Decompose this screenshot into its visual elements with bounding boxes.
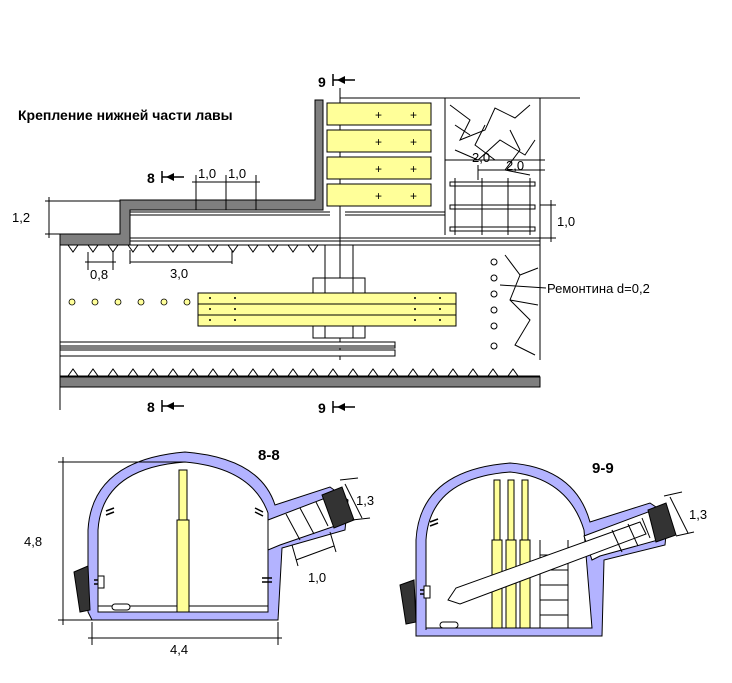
svg-text:8: 8 xyxy=(147,399,155,415)
roof-bolt-rows xyxy=(130,211,540,242)
prop-dots xyxy=(68,298,191,306)
dim-2-0-b: 2,0 xyxy=(506,158,524,173)
dim-1-2: 1,2 xyxy=(12,210,30,225)
dim-niche-1-3: 1,3 xyxy=(356,493,374,508)
rubble-area xyxy=(444,98,541,360)
dim-niche-1-0: 1,0 xyxy=(308,570,326,585)
section-mark-9-top: 9 xyxy=(318,74,355,90)
svg-text:+: + xyxy=(375,108,382,122)
dim-rack xyxy=(444,150,545,180)
section-9-title: 9-9 xyxy=(592,460,614,477)
section-8-title: 8-8 xyxy=(258,447,280,464)
conveyor xyxy=(59,341,396,357)
section-8-8: 8-8 xyxy=(24,447,374,657)
dim-1-0-b: 1,0 xyxy=(228,166,246,181)
dim-1-0-a: 1,0 xyxy=(198,166,216,181)
dim-0-8: 0,8 xyxy=(90,267,108,282)
svg-text:9: 9 xyxy=(318,400,326,416)
dim-2-0-a: 2,0 xyxy=(472,150,490,165)
dim-face-height xyxy=(540,200,556,242)
scallop-row-bottom xyxy=(60,368,540,377)
top-timber-boards: + + + + + + + + xyxy=(326,102,432,207)
svg-text:+: + xyxy=(375,189,382,203)
dim-1-0-right: 1,0 xyxy=(557,214,575,229)
section-9-9: 9-9 xyxy=(399,460,707,637)
section-mark-9-bottom: 9 xyxy=(318,400,355,416)
repair-props xyxy=(490,258,498,350)
svg-text:+: + xyxy=(410,135,417,149)
lower-wall xyxy=(59,376,541,388)
scallop-row-top xyxy=(60,244,540,253)
svg-text:+: + xyxy=(375,162,382,176)
svg-text:+: + xyxy=(410,162,417,176)
drawing-title: Крепление нижней части лавы xyxy=(18,107,233,123)
section-mark-8-bottom: 8 xyxy=(147,399,184,415)
dim-bolt-spacing xyxy=(192,175,260,210)
middle-timber-boards xyxy=(197,292,457,327)
section-mark-8-top: 8 xyxy=(147,170,184,186)
dim-step-height xyxy=(45,197,120,238)
dim-height-4-8: 4,8 xyxy=(24,534,42,549)
svg-text:+: + xyxy=(410,189,417,203)
face-rack xyxy=(449,178,536,235)
dim-niche-9-1-3: 1,3 xyxy=(689,507,707,522)
dim-3-0: 3,0 xyxy=(170,266,188,281)
dim-width-4-4: 4,4 xyxy=(170,642,188,657)
plan-view: Крепление нижней части лавы 9 + + + + + + +… xyxy=(12,74,650,416)
svg-text:8: 8 xyxy=(147,170,155,186)
svg-text:+: + xyxy=(375,135,382,149)
svg-text:9: 9 xyxy=(318,74,326,90)
dim-lower-spacing xyxy=(85,250,233,270)
svg-text:+: + xyxy=(410,108,417,122)
rubble-lower xyxy=(504,254,539,356)
callout-repair-prop: Ремонтина d=0,2 xyxy=(547,281,650,296)
